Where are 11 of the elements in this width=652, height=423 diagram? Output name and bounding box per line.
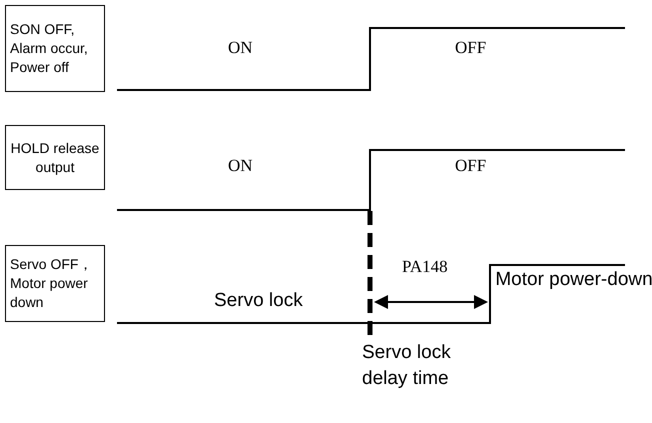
signal-label: SON OFF, Alarm occur, Power off [10,20,89,77]
state-label: ON [228,156,253,176]
parameter-label: PA148 [402,257,448,277]
signal-label: HOLD release output [10,138,100,176]
state-label: Motor power-down [494,268,652,292]
state-label: ON [228,38,253,58]
annotation-text: Servo lock delay time [362,341,452,391]
state-label: OFF [455,38,486,58]
state-label: Servo lock [214,290,303,312]
signal-label: Servo OFF，Motor power down [10,255,94,312]
state-label: OFF [455,156,486,176]
